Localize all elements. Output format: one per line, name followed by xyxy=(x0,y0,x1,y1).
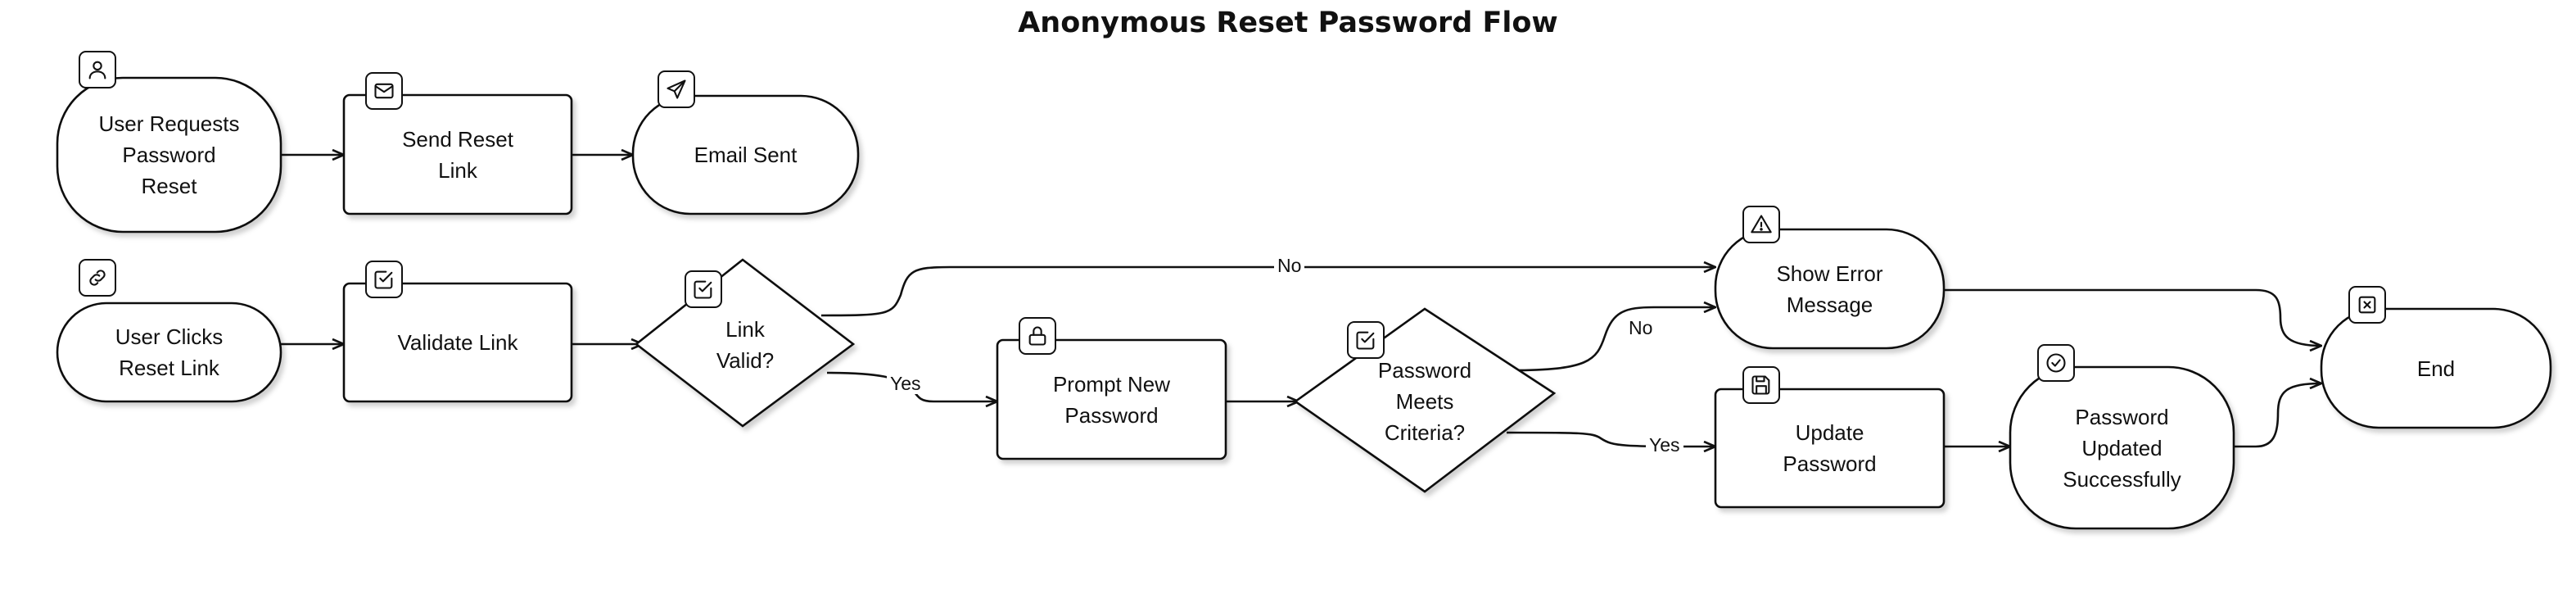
edge-label-link-yes: Yes xyxy=(887,373,924,394)
node-prompt-new-password xyxy=(996,338,1227,460)
label-send-reset-link: Send Reset Link xyxy=(402,126,513,183)
label-prompt-new-password: Prompt New Password xyxy=(1052,371,1171,428)
node-send-reset-link xyxy=(342,93,573,215)
node-end xyxy=(2320,307,2552,429)
node-user-clicks xyxy=(56,302,282,403)
label-validate-link: Validate Link xyxy=(397,330,518,355)
node-user-requests xyxy=(56,76,282,234)
edge-link-valid-no xyxy=(820,267,1715,317)
label-user-requests: User Requests Password Reset xyxy=(98,111,240,198)
label-email-sent: Email Sent xyxy=(694,143,798,167)
send-icon xyxy=(658,70,695,108)
mail-icon xyxy=(365,72,403,110)
check-circle-icon xyxy=(2037,344,2075,382)
link-icon xyxy=(79,259,116,297)
user-icon xyxy=(79,51,116,88)
lock-icon xyxy=(1019,317,1056,355)
check-square-icon xyxy=(1347,321,1385,359)
label-user-clicks: User Clicks Reset Link xyxy=(115,324,224,380)
label-update-password: Update Password xyxy=(1783,420,1877,476)
edge-error-to-end xyxy=(1944,288,2321,346)
node-validate-link xyxy=(342,282,573,403)
label-end: End xyxy=(2416,356,2456,381)
label-password-updated: Password Updated Successfully xyxy=(2063,404,2181,492)
diagram-title: Anonymous Reset Password Flow xyxy=(1018,7,1558,39)
edge-updated-to-end xyxy=(2234,383,2321,448)
node-show-error xyxy=(1714,228,1946,350)
edge-criteria-yes xyxy=(1506,431,1715,447)
edge-criteria-no xyxy=(1510,307,1715,372)
node-criteria xyxy=(1293,307,1557,493)
label-link-valid: Link Valid? xyxy=(716,317,775,373)
close-square-icon xyxy=(2348,286,2386,324)
check-square-icon xyxy=(685,270,722,308)
save-icon xyxy=(1742,366,1780,404)
label-show-error: Show Error Message xyxy=(1776,261,1883,317)
node-email-sent xyxy=(631,94,860,215)
edge-label-criteria-no: No xyxy=(1625,317,1656,338)
node-update-password xyxy=(1714,388,1946,509)
check-square-icon xyxy=(365,261,403,298)
edge-label-criteria-yes: Yes xyxy=(1646,434,1683,456)
warning-icon xyxy=(1742,206,1780,243)
edge-label-link-no: No xyxy=(1274,255,1305,276)
node-password-updated xyxy=(2009,365,2235,530)
label-criteria: Password Meets Criteria? xyxy=(1377,358,1472,445)
